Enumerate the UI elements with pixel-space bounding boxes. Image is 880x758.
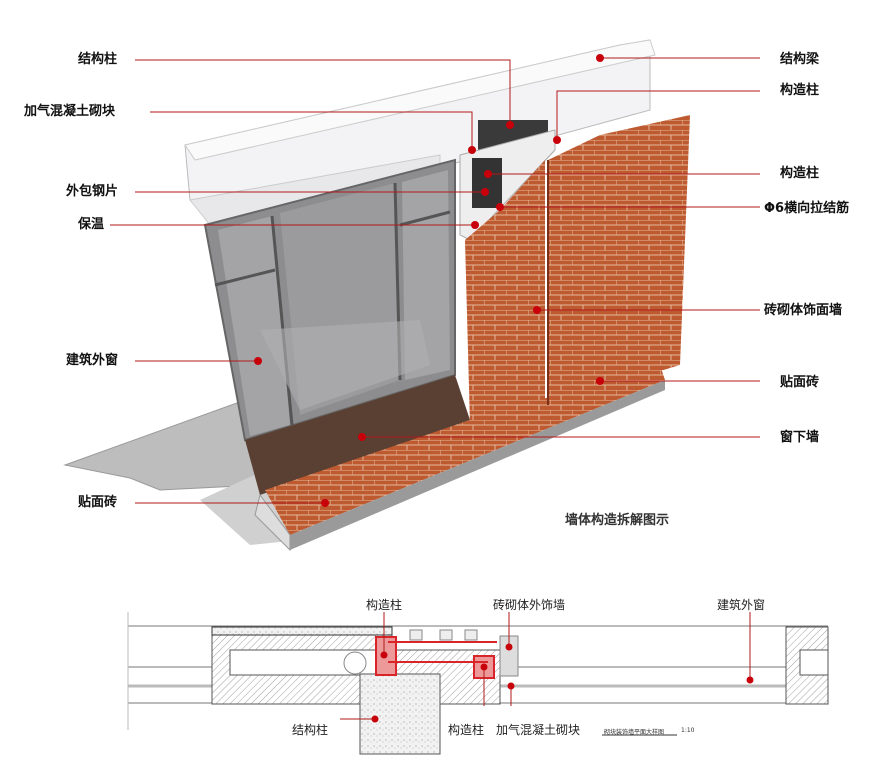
label-constructional-column-2: 构造柱 <box>780 166 820 181</box>
label-facing-tile-left: 贴面砖 <box>78 495 118 510</box>
label-brick-wall: 砖砌体饰面墙 <box>764 303 843 318</box>
label-window: 建筑外窗 <box>66 353 119 368</box>
axonometric-caption: 墙体构造拆解图示 <box>565 513 670 528</box>
brick-facing-wall <box>465 115 690 425</box>
plan-label-window: 建筑外窗 <box>717 598 766 612</box>
label-facing-tile-right: 贴面砖 <box>780 375 820 390</box>
label-structural-column: 结构柱 <box>78 52 118 67</box>
building-window <box>203 158 456 442</box>
label-beam: 结构梁 <box>780 52 820 67</box>
leader-lines <box>110 57 760 504</box>
plan-label-aac-block: 加气混凝土砌块 <box>496 723 581 737</box>
marker-dots <box>254 54 604 507</box>
plan-title: 砌块装饰墙平面大样图 <box>604 729 665 736</box>
label-aac-block: 加气混凝土砌块 <box>24 104 116 119</box>
label-sill-wall: 窗下墙 <box>780 430 820 445</box>
structural-beam <box>184 39 656 229</box>
label-insulation: 保温 <box>78 217 105 232</box>
label-constructional-column-1: 构造柱 <box>780 83 820 98</box>
sill-wall <box>245 375 470 495</box>
plan-label-constructional-column-bottom: 构造柱 <box>448 723 485 737</box>
plan-drawing <box>127 612 829 755</box>
label-steel-wrap: 外包钢片 <box>66 184 119 199</box>
plan-label-structural-column: 结构柱 <box>292 723 329 737</box>
structural-column <box>459 120 556 241</box>
brick-base <box>254 365 665 552</box>
plan-label-constructional-column-top: 构造柱 <box>366 598 403 612</box>
plan-label-brick-wall: 砖砌体外饰墙 <box>493 598 566 612</box>
plan-scale: 1:10 <box>681 727 695 734</box>
label-tie-bar: Φ6横向拉结筋 <box>764 201 850 216</box>
